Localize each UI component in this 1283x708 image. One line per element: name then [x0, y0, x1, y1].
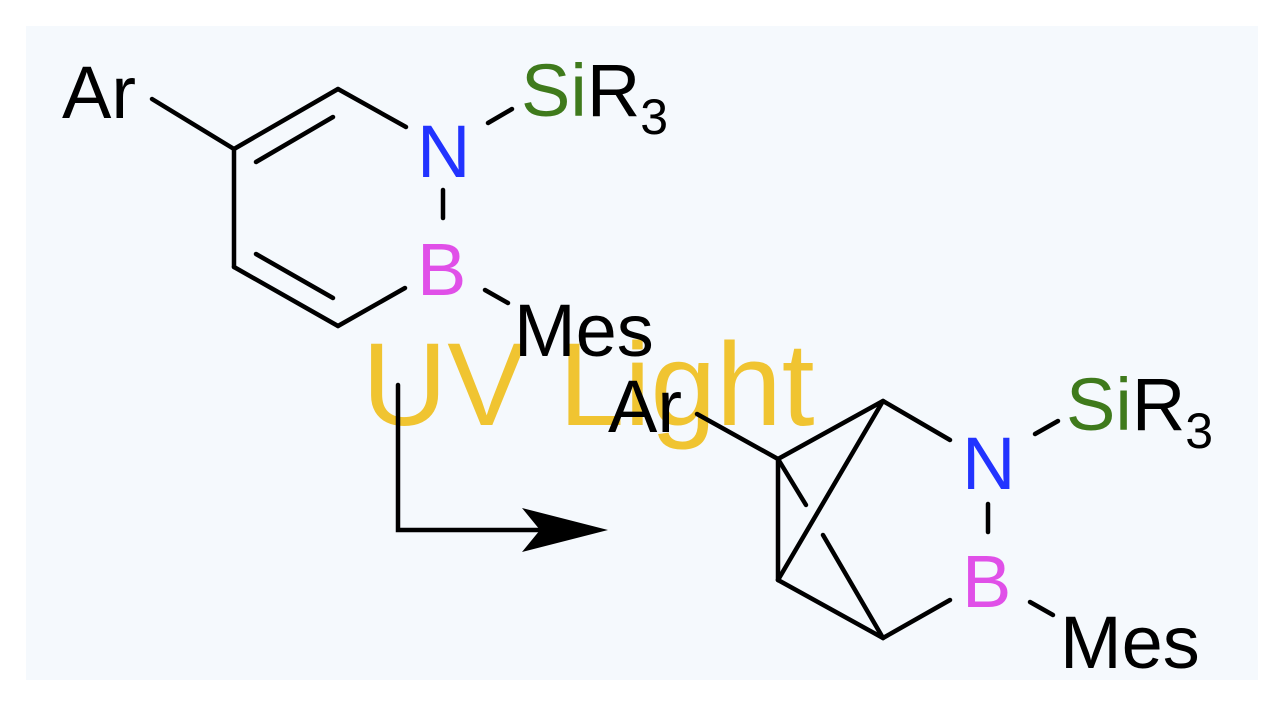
bond-c1-c4-back	[820, 532, 886, 641]
bond-n-si	[1032, 418, 1061, 437]
bond-c-ch-inner	[253, 114, 336, 165]
product-ar-label: Ar	[608, 365, 682, 448]
reactant-ar-label: Ar	[62, 51, 136, 134]
uv-light-label: UV Light	[362, 319, 815, 451]
reactant-n-atom: N	[417, 110, 470, 193]
bond-c1-c2	[775, 398, 886, 462]
bond-ar-c	[694, 411, 781, 462]
product-r-label: R	[1132, 363, 1185, 446]
product-si-atom: Si	[1066, 363, 1132, 446]
reactant-subscript-3: 3	[640, 89, 668, 145]
bond-c2-n	[880, 398, 953, 443]
reactant-si-atom: Si	[521, 49, 587, 132]
bond-c2-c3	[775, 398, 886, 583]
reactant-mes-label: Mes	[514, 289, 654, 372]
bond-c-c-bottom	[231, 264, 341, 329]
arrow-shaft	[395, 382, 563, 533]
reactant-r-label: R	[587, 49, 640, 132]
reaction-arrow	[395, 382, 608, 552]
bond-c-c-bottom-inner	[253, 251, 336, 301]
product-b-atom: B	[962, 540, 1011, 623]
product-n-atom: N	[962, 422, 1015, 505]
arrow-head	[522, 508, 608, 552]
product-subscript-3: 3	[1185, 403, 1213, 459]
bond-c1-c4-front	[775, 456, 809, 508]
bond-b-mes	[482, 287, 511, 306]
product-molecule: Ar N B Mes SiR3	[608, 363, 1213, 684]
background-panel	[26, 26, 1258, 680]
bond-n-si	[485, 106, 515, 126]
bond-b-mes	[1027, 599, 1056, 618]
bond-ch-n	[335, 86, 409, 130]
bond-c-b	[335, 285, 408, 329]
bond-ar-c	[149, 96, 237, 152]
reactant-b-atom: B	[417, 228, 466, 311]
product-mes-label: Mes	[1060, 601, 1200, 684]
bond-c3-c4	[775, 577, 886, 641]
bond-c4-b	[880, 597, 953, 641]
bond-c-ch	[231, 86, 341, 152]
reactant-molecule: Ar N B Mes SiR3	[62, 49, 668, 372]
reactant-silyl-group: SiR3	[521, 49, 668, 145]
product-silyl-group: SiR3	[1066, 363, 1213, 459]
